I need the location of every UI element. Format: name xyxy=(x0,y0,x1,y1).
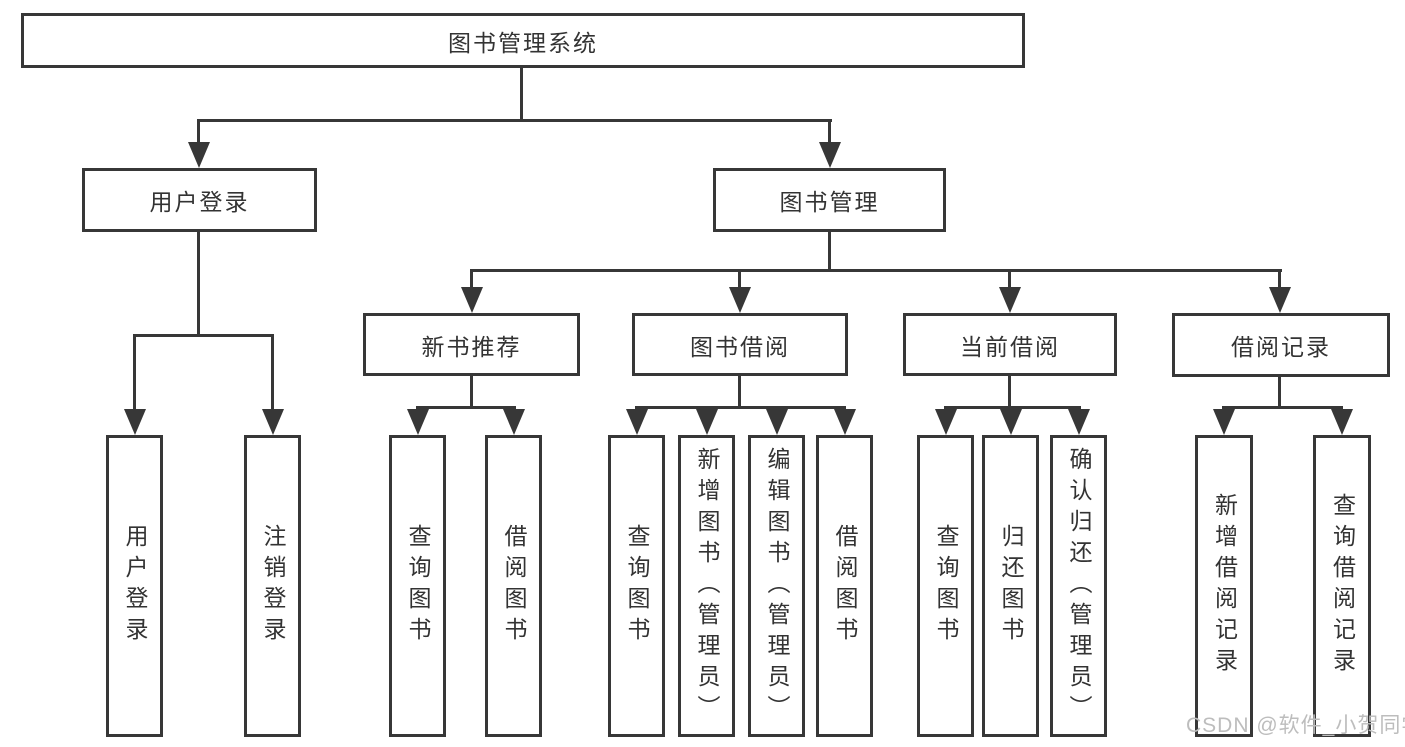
leaf-borrow-books: 借阅图书 xyxy=(816,435,873,737)
connector-line xyxy=(470,269,1282,272)
node-label: 注销登录 xyxy=(260,524,286,648)
node-label: 新书推荐 xyxy=(421,333,522,360)
connector-line xyxy=(520,68,523,122)
node-new-book-recommend: 新书推荐 xyxy=(363,313,580,376)
leaf-logout: 注销登录 xyxy=(244,435,301,737)
node-user-login-branch: 用户登录 xyxy=(82,168,317,232)
arrow-down-icon xyxy=(461,287,483,313)
node-book-borrowing: 图书借阅 xyxy=(632,313,848,376)
arrow-down-icon xyxy=(819,142,841,168)
arrow-down-icon xyxy=(834,409,856,435)
arrow-down-icon xyxy=(626,409,648,435)
connector-line xyxy=(828,119,831,144)
connector-line xyxy=(828,232,831,272)
connector-line xyxy=(470,376,473,409)
arrow-down-icon xyxy=(729,287,751,313)
arrow-down-icon xyxy=(1331,409,1353,435)
leaf-add-books-admin: 新增图书（管理员） xyxy=(678,435,735,737)
leaf-add-borrow-record: 新增借阅记录 xyxy=(1195,435,1253,737)
node-label: 图书管理 xyxy=(779,189,880,215)
node-label: 新增借阅记录 xyxy=(1211,493,1238,679)
connector-line xyxy=(197,119,200,144)
node-label: 查询图书 xyxy=(933,524,959,648)
connector-line xyxy=(635,406,846,409)
leaf-query-books-borrow: 查询图书 xyxy=(608,435,665,737)
connector-line xyxy=(416,406,516,409)
leaf-query-books-recommend: 查询图书 xyxy=(389,435,446,737)
arrow-down-icon xyxy=(696,409,718,435)
arrow-down-icon xyxy=(999,287,1021,313)
arrow-down-icon xyxy=(1269,287,1291,313)
node-label: 归还图书 xyxy=(998,524,1024,648)
arrow-down-icon xyxy=(188,142,210,168)
arrow-down-icon xyxy=(503,409,525,435)
arrow-down-icon xyxy=(407,409,429,435)
arrow-down-icon xyxy=(766,409,788,435)
node-label: 新增图书（管理员） xyxy=(694,446,720,726)
node-book-management-branch: 图书管理 xyxy=(713,168,946,232)
leaf-return-books: 归还图书 xyxy=(982,435,1039,737)
connector-line xyxy=(197,119,832,122)
node-current-borrowing: 当前借阅 xyxy=(903,313,1117,376)
leaf-confirm-return-admin: 确认归还（管理员） xyxy=(1050,435,1107,737)
node-label: 用户登录 xyxy=(122,524,148,648)
connector-line xyxy=(133,334,274,337)
node-label: 查询图书 xyxy=(405,524,431,648)
connector-line xyxy=(1278,269,1281,289)
node-library-management-system: 图书管理系统 xyxy=(21,13,1025,68)
node-label: 借阅图书 xyxy=(501,524,527,648)
arrow-down-icon xyxy=(1000,409,1022,435)
node-borrowing-records: 借阅记录 xyxy=(1172,313,1390,377)
arrow-down-icon xyxy=(1068,409,1090,435)
connector-line xyxy=(470,269,473,289)
connector-line xyxy=(271,334,274,411)
connector-line xyxy=(1222,406,1343,409)
node-label: 查询借阅记录 xyxy=(1329,493,1356,679)
leaf-user-login: 用户登录 xyxy=(106,435,163,737)
leaf-borrow-books-recommend: 借阅图书 xyxy=(485,435,542,737)
node-label: 图书借阅 xyxy=(690,333,790,360)
watermark-text: CSDN @软件_小贺同学 xyxy=(1186,714,1405,737)
connector-line xyxy=(197,232,200,337)
node-label: 借阅记录 xyxy=(1231,334,1331,360)
leaf-edit-books-admin: 编辑图书（管理员） xyxy=(748,435,805,737)
arrow-down-icon xyxy=(935,409,957,435)
arrow-down-icon xyxy=(262,409,284,435)
node-label: 借阅图书 xyxy=(832,524,858,648)
leaf-query-borrow-record: 查询借阅记录 xyxy=(1313,435,1371,737)
connector-line xyxy=(1008,376,1011,409)
node-label: 图书管理系统 xyxy=(448,29,598,56)
arrow-down-icon xyxy=(124,409,146,435)
connector-line xyxy=(738,376,741,409)
connector-line xyxy=(133,334,136,411)
node-label: 编辑图书（管理员） xyxy=(764,446,790,726)
node-label: 用户登录 xyxy=(149,189,250,215)
connector-line xyxy=(944,406,1081,409)
connector-line xyxy=(1008,269,1011,289)
node-label: 确认归还（管理员） xyxy=(1066,446,1092,726)
node-label: 当前借阅 xyxy=(960,333,1060,360)
connector-line xyxy=(738,269,741,289)
connector-line xyxy=(1278,377,1281,409)
leaf-query-books-current: 查询图书 xyxy=(917,435,974,737)
arrow-down-icon xyxy=(1213,409,1235,435)
node-label: 查询图书 xyxy=(624,524,650,648)
